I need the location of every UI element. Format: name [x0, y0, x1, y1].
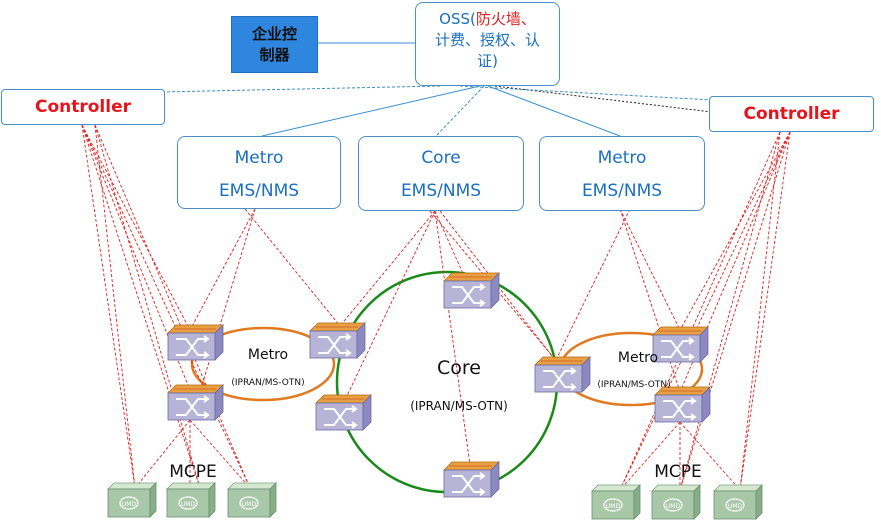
- switch-core-right[interactable]: [534, 356, 591, 393]
- switch-core-left-top[interactable]: [309, 322, 366, 359]
- switch-core-top[interactable]: [443, 272, 500, 309]
- control-link-line: [619, 131, 791, 491]
- management-links: [159, 42, 713, 137]
- ems-center-line1: Core: [421, 148, 461, 168]
- oss-ems-center-link: [435, 85, 485, 137]
- control-link-line: [739, 131, 781, 491]
- controller-right-label: Controller: [743, 104, 840, 124]
- control-link-line: [619, 421, 681, 491]
- metro-ems-left-box[interactable]: Metro EMS/NMS: [177, 136, 341, 209]
- enterprise-controller-box[interactable]: 企业控 制器: [231, 16, 318, 73]
- control-link-line: [619, 208, 681, 331]
- control-link-line: [679, 131, 791, 331]
- oss-box[interactable]: OSS(防火墙、 计费、授权、认 证): [415, 2, 560, 86]
- cpe-label: UMD: [728, 503, 743, 510]
- controller-left-label: Controller: [34, 97, 131, 117]
- cpe-left-1[interactable]: UMD: [107, 482, 157, 518]
- control-link-line: [81, 124, 136, 489]
- metro-left-sub: (IPRAN/MS-OTN): [231, 378, 304, 388]
- metro-right-label: Metro: [618, 350, 658, 366]
- control-link-line: [344, 210, 436, 401]
- control-link-line: [199, 208, 256, 393]
- cpe-right-1[interactable]: UMD: [591, 484, 641, 520]
- control-link-line: [189, 208, 256, 331]
- oss-controller-right-link-2: [459, 85, 713, 101]
- metro-ring-left: [190, 326, 336, 402]
- metro-left-label: Metro: [248, 347, 288, 363]
- ems-right-line1: Metro: [597, 148, 647, 168]
- mcpe-left-label: MCPE: [169, 462, 217, 482]
- ems-left-line1: Metro: [234, 148, 284, 168]
- oss-ems-left-link: [261, 85, 481, 137]
- control-link-line: [339, 210, 436, 327]
- enterprise-controller-line1: 企业控: [251, 24, 297, 43]
- enterprise-controller-line2: 制器: [259, 45, 290, 64]
- control-link-line: [679, 421, 741, 491]
- control-link-line: [94, 124, 201, 489]
- cpe-left-2[interactable]: UMD: [166, 482, 216, 518]
- oss-ems-right-link: [487, 85, 621, 137]
- control-link-line: [94, 124, 136, 489]
- core-ring-sub: (IPRAN/MS-OTN): [410, 399, 508, 413]
- control-link-line: [619, 131, 781, 491]
- control-link-line: [679, 131, 781, 491]
- cpe-right-3[interactable]: UMD: [713, 484, 763, 520]
- metro-right-sub: (IPRAN/MS-OTN): [597, 380, 670, 390]
- controller-left-box[interactable]: Controller: [1, 89, 165, 125]
- cpe-label: UMD: [122, 501, 137, 508]
- cpe-label: UMD: [666, 503, 681, 510]
- ems-left-line2: EMS/NMS: [218, 181, 300, 201]
- switch-metro-left-bottom[interactable]: [167, 384, 224, 421]
- control-link-line: [81, 124, 201, 489]
- cpe-devices: UMD UMD UMD UMD UMD UMD: [107, 482, 763, 520]
- control-link-line: [81, 124, 251, 489]
- core-ring-label: Core: [437, 357, 481, 379]
- oss-line3: 证): [477, 52, 498, 70]
- switch-metro-right-top[interactable]: [652, 326, 709, 363]
- switch-metro-left-top[interactable]: [167, 324, 224, 361]
- oss-prefix: OSS(: [439, 10, 476, 28]
- control-link-line: [244, 208, 341, 327]
- switch-metro-right-bottom[interactable]: [654, 386, 711, 423]
- cpe-left-3[interactable]: UMD: [227, 482, 277, 518]
- control-link-line: [739, 131, 791, 491]
- control-link-line: [189, 419, 251, 489]
- control-link-line: [81, 124, 191, 331]
- oss-line2: 计费、授权、认: [434, 31, 540, 49]
- ems-center-line2: EMS/NMS: [400, 181, 482, 201]
- cpe-label: UMD: [181, 501, 196, 508]
- mcpe-right-label: MCPE: [654, 462, 702, 482]
- control-link-line: [554, 208, 631, 363]
- ems-right-line2: EMS/NMS: [581, 181, 663, 201]
- control-link-line: [434, 210, 466, 279]
- core-ems-box[interactable]: Core EMS/NMS: [358, 136, 524, 211]
- control-link-line: [439, 210, 556, 361]
- switch-core-bottom[interactable]: [443, 461, 500, 498]
- oss-highlight: 防火墙、: [475, 10, 536, 28]
- cpe-right-2[interactable]: UMD: [651, 484, 701, 520]
- switch-core-left-bottom[interactable]: [315, 394, 372, 431]
- devices: [167, 272, 711, 498]
- metro-ems-right-box[interactable]: Metro EMS/NMS: [539, 136, 705, 211]
- control-link-line: [134, 419, 191, 489]
- control-link-line: [81, 124, 191, 391]
- control-link-line: [434, 210, 471, 466]
- cpe-label: UMD: [606, 503, 621, 510]
- controller-right-box[interactable]: Controller: [709, 96, 874, 132]
- oss-controller-left-link: [159, 85, 441, 93]
- control-link-line: [679, 131, 791, 491]
- control-link-line: [94, 124, 251, 489]
- cpe-label: UMD: [242, 501, 257, 508]
